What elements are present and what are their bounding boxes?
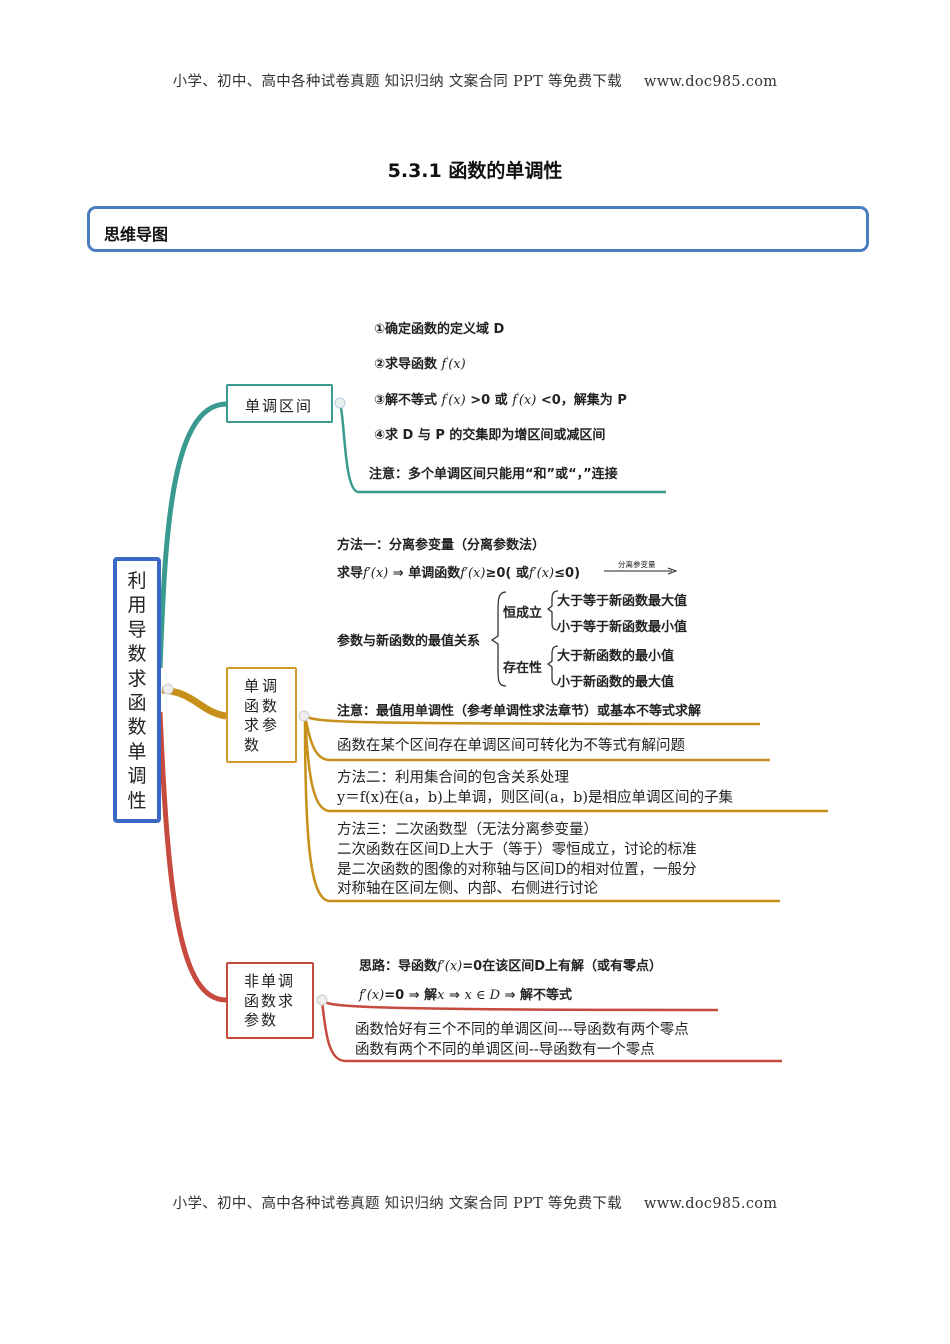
footer-url[interactable]: www.doc985.com	[643, 1196, 778, 1212]
branch1-label: 单调区间	[245, 397, 314, 415]
page-header: 小学、初中、高中各种试卷真题 知识归纳 文案合同 PPT 等免费下载 www.do…	[0, 70, 950, 91]
branch2-underline-c	[303, 715, 780, 903]
sep-arrow-head	[667, 567, 678, 575]
hengchengli-label: 恒成立	[503, 606, 543, 621]
relation-label: 参数与新函数的最值关系	[337, 634, 481, 649]
branch3-curve	[157, 711, 227, 1003]
method1-title: 方法一：分离参变量（分离参数法）	[337, 538, 546, 553]
branch2-sub-dot	[298, 710, 310, 722]
method3-title: 方法三：二次函数型（无法分离参变量）	[337, 822, 598, 838]
cz-item-1: 大于新函数的最小值	[557, 649, 675, 664]
hc-item-2: 小于等于新函数最小值	[557, 620, 688, 635]
branch1-note: 注意：多个单调区间只能用“和”或“，”连接	[369, 467, 618, 482]
header-text: 小学、初中、高中各种试卷真题 知识归纳 文案合同 PPT 等免费下载	[172, 74, 622, 90]
branch3-underline-bottom	[320, 999, 782, 1063]
branch2-node: 单调函数求参数	[226, 667, 297, 763]
brace-cz	[546, 645, 559, 686]
page-footer: 小学、初中、高中各种试卷真题 知识归纳 文案合同 PPT 等免费下载 www.do…	[0, 1192, 950, 1213]
method2-title: 方法二：利用集合间的包含关系处理	[337, 770, 569, 786]
root-label: 利用导数求函数单调性	[127, 570, 147, 812]
branch2-curve	[161, 686, 227, 720]
branch1-step1: ①确定函数的定义域 D	[374, 322, 505, 337]
brace-main	[490, 591, 507, 687]
branch1-sub-curve	[338, 402, 666, 494]
page-title: 5.3.1 函数的单调性	[387, 160, 563, 182]
header-url[interactable]: www.doc985.com	[643, 74, 778, 90]
section-banner: 思维导图	[87, 206, 869, 252]
sep-arrow-label: 分离参变量	[618, 560, 656, 569]
branch2-label: 单调函数求参数	[244, 677, 281, 754]
branch3-line1: 函数恰好有三个不同的单调区间---导函数有两个零点	[355, 1022, 689, 1038]
branch2-underline-note	[304, 714, 761, 726]
branch3-line2: 函数有两个不同的单调区间--导函数有一个零点	[355, 1042, 655, 1058]
branch1-curve	[157, 401, 227, 669]
branch3-label: 非单调函数求参数	[244, 972, 296, 1029]
branch2-node-dot	[162, 683, 174, 695]
branch1-step4: ④求 D 与 P 的交集即为增区间或减区间	[374, 428, 606, 443]
section-label: 思维导图	[104, 225, 169, 244]
branch3-solve: f′(x)=0 ⇒ 解x ⇒ x ∈ D ⇒ 解不等式	[359, 988, 573, 1003]
branch2-note: 注意：最值用单调性（参考单调性求法章节）或基本不等式求解	[337, 704, 702, 719]
method2-body: y＝f(x)在(a，b)上单调，则区间(a，b)是相应单调区间的子集	[337, 790, 734, 806]
branch1-step3: ③解不等式 f′(x) >0 或 f′(x) <0，解集为 P	[374, 391, 627, 408]
branch3-idea: 思路：导函数f′(x)=0在该区间D上有解（或有零点）	[359, 959, 662, 974]
method3-line1: 二次函数在区间D上大于（等于）零恒成立，讨论的标准	[337, 842, 697, 858]
hc-item-1: 大于等于新函数最大值	[557, 594, 688, 609]
branch2-line-a: 函数在某个区间存在单调区间可转化为不等式有解问题	[337, 738, 685, 754]
cz-item-2: 小于新函数的最大值	[557, 675, 675, 690]
cunzaixing-label: 存在性	[503, 661, 543, 676]
brace-hc	[546, 590, 559, 631]
branch1-node: 单调区间	[226, 384, 333, 423]
branch3-node: 非单调函数求参数	[226, 962, 314, 1039]
method3-line2: 是二次函数的图像的对称轴与区间D的相对位置，一般分	[337, 862, 697, 878]
method1-line: 求导f′(x) ⇒ 单调函数f′(x)≥0( 或f′(x)≤0)	[337, 566, 581, 581]
method3-line3: 对称轴在区间左侧、内部、右侧进行讨论	[337, 881, 598, 897]
branch1-node-dot	[334, 397, 346, 409]
footer-text: 小学、初中、高中各种试卷真题 知识归纳 文案合同 PPT 等免费下载	[172, 1196, 622, 1212]
branch1-step2: ②求导函数 f′(x)	[374, 355, 466, 372]
root-node: 利用导数求函数单调性	[113, 557, 161, 823]
branch3-node-dot	[316, 994, 328, 1006]
